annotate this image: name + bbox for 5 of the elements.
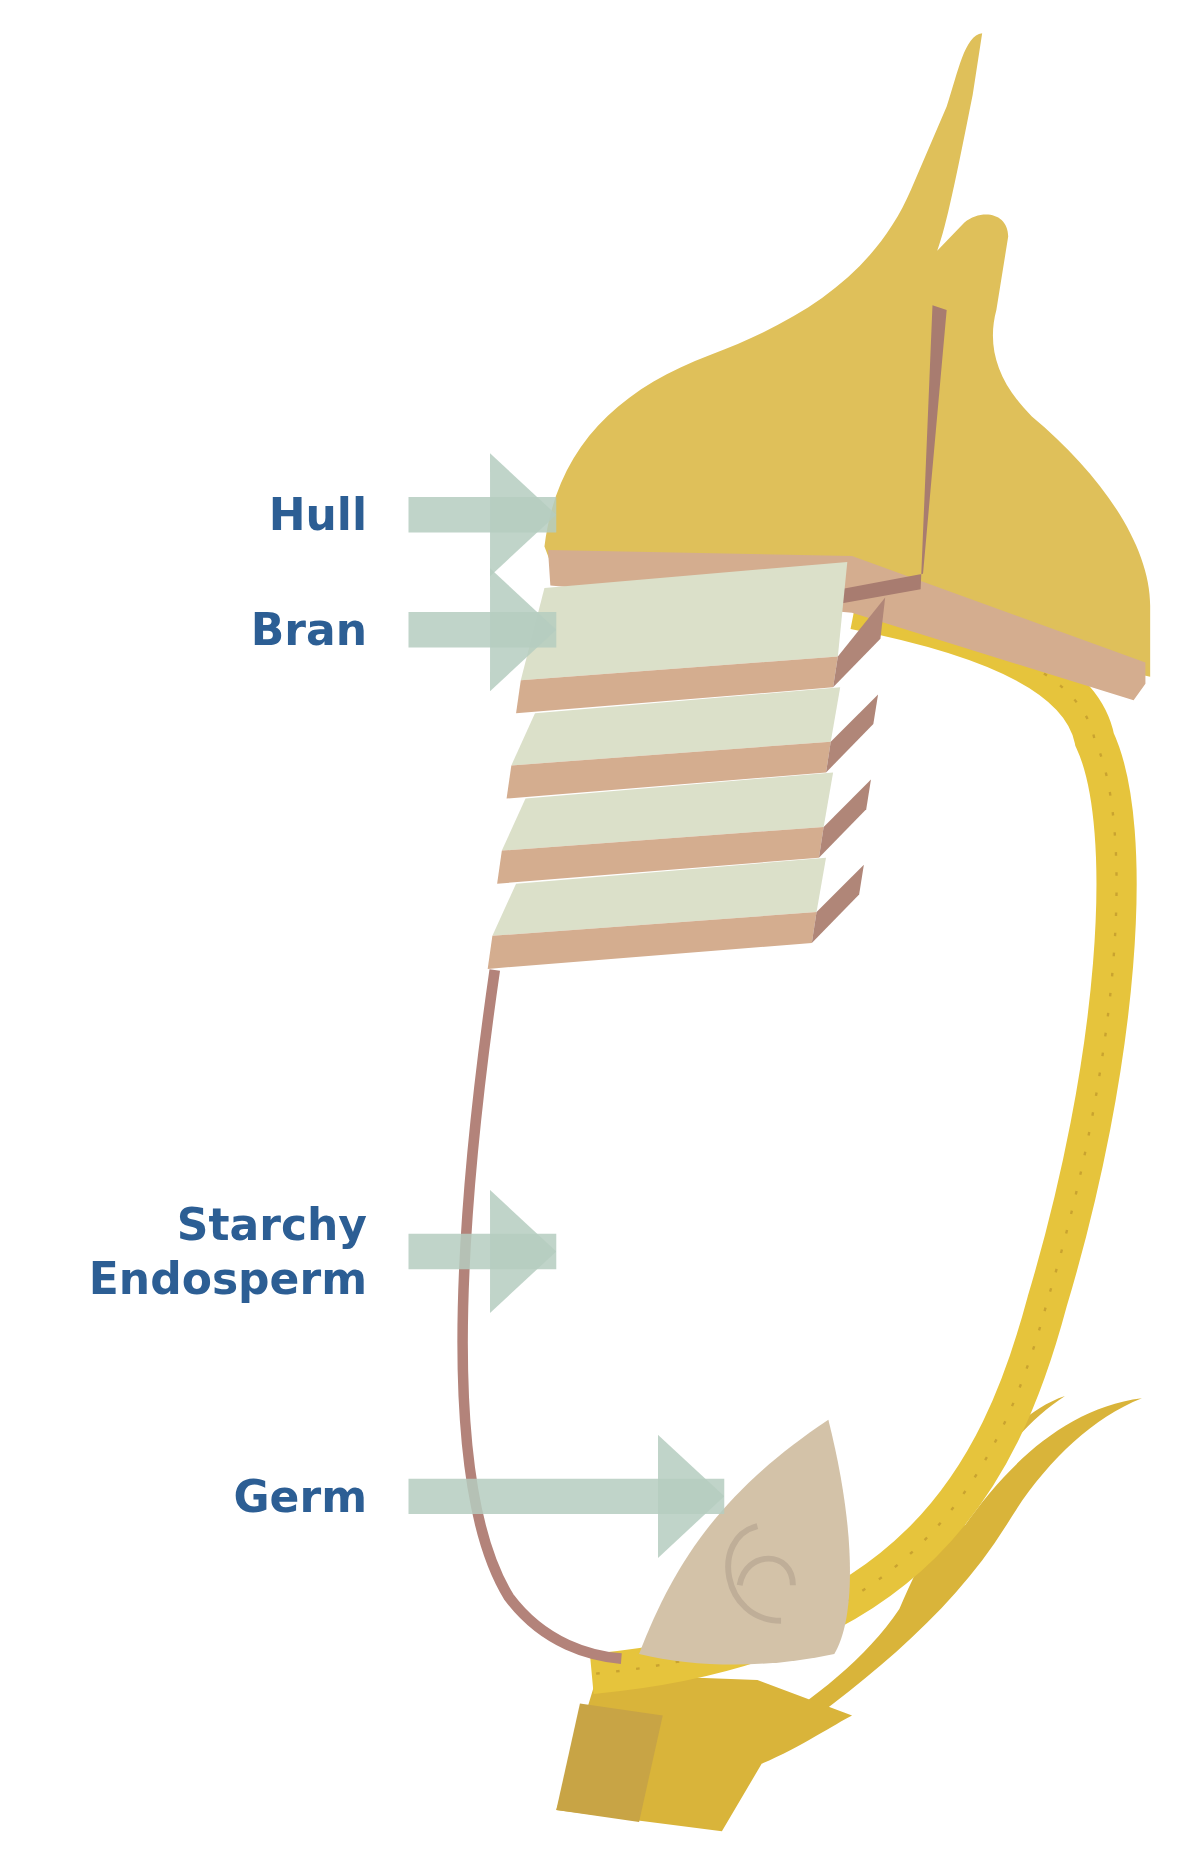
part-label: Bran [249,603,367,657]
arrow [408,1434,725,1558]
part-label: Hull [267,488,367,542]
part-label: Starchy Endosperm [87,1198,367,1306]
part-label: Germ [232,1470,367,1524]
